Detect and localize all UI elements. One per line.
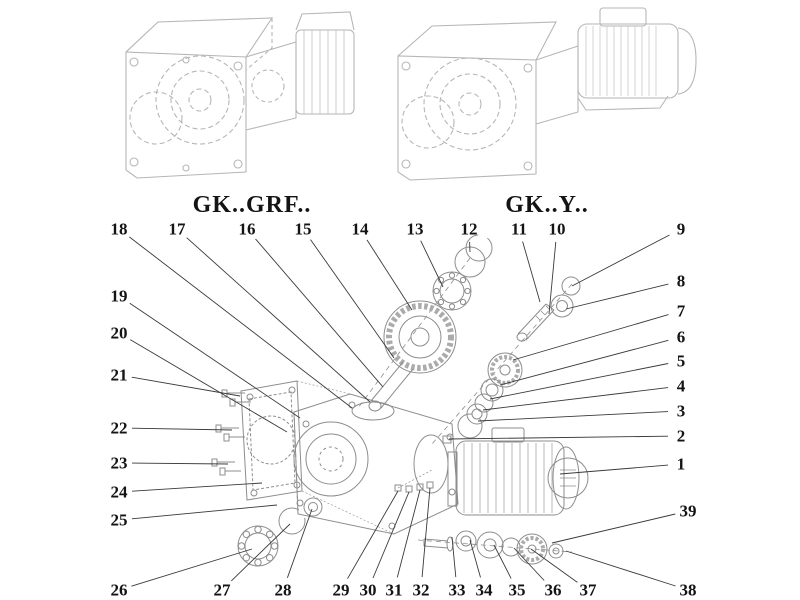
leader-line-16 (255, 238, 384, 388)
assembled-view-gk-grf (125, 11, 355, 179)
callout-10: 10 (548, 219, 566, 239)
leader-line-2 (448, 435, 669, 440)
callout-4: 4 (676, 376, 686, 396)
leader-line-33 (451, 536, 457, 578)
leader-line-25 (131, 504, 278, 520)
figure-title-gk-grf: GK..GRF.. (192, 192, 312, 218)
leader-line-27 (230, 523, 291, 582)
output-bearing-set (237, 497, 323, 567)
leader-line-38 (565, 550, 676, 587)
callout-23: 23 (110, 453, 128, 473)
callout-6: 6 (676, 327, 686, 347)
callout-29: 29 (332, 580, 350, 600)
callout-25: 25 (110, 510, 128, 530)
leader-line-37 (530, 548, 578, 583)
leader-line-39 (551, 513, 676, 544)
callout-36: 36 (544, 580, 562, 600)
callout-22: 22 (110, 418, 128, 438)
leader-line-29 (347, 490, 399, 579)
callout-33: 33 (448, 580, 466, 600)
flange-plate (240, 380, 395, 535)
callout-1: 1 (676, 454, 686, 474)
leader-line-18 (129, 236, 353, 409)
leader-line-13 (420, 240, 444, 288)
callout-31: 31 (385, 580, 403, 600)
leader-lines (129, 234, 676, 587)
callout-3: 3 (676, 401, 686, 421)
leader-line-10 (548, 241, 557, 315)
callout-20: 20 (110, 323, 128, 343)
callout-28: 28 (274, 580, 292, 600)
callout-7: 7 (676, 301, 686, 321)
callout-32: 32 (412, 580, 430, 600)
leader-line-19 (129, 302, 301, 419)
callout-26: 26 (110, 580, 128, 600)
leader-line-20 (129, 339, 288, 433)
callout-9: 9 (676, 219, 686, 239)
leader-line-32 (421, 487, 431, 578)
leader-line-6 (499, 339, 669, 386)
callout-30: 30 (359, 580, 377, 600)
leader-line-3 (477, 411, 669, 422)
callout-38: 38 (679, 580, 697, 600)
callout-13: 13 (406, 219, 424, 239)
motor-terminal-box (599, 7, 647, 27)
leader-line-34 (469, 539, 481, 578)
leader-line-15 (310, 239, 395, 359)
leader-line-5 (489, 363, 669, 400)
callout-11: 11 (510, 219, 528, 239)
callout-37: 37 (579, 580, 597, 600)
callout-27: 27 (213, 580, 231, 600)
callout-12: 12 (460, 219, 478, 239)
leader-line-17 (186, 237, 371, 403)
leader-line-31 (396, 489, 421, 578)
callout-8: 8 (676, 271, 686, 291)
leader-line-30 (372, 491, 410, 579)
callout-17: 17 (168, 219, 186, 239)
callout-15: 15 (294, 219, 312, 239)
callout-5: 5 (676, 351, 686, 371)
output-shaft-assembly (423, 530, 564, 565)
callout-18: 18 (110, 219, 128, 239)
leader-line-22 (131, 427, 233, 431)
leader-line-26 (131, 548, 253, 587)
leader-line-36 (513, 547, 545, 581)
pinion-gear-set (457, 276, 581, 439)
callout-24: 24 (110, 482, 128, 502)
leader-line-8 (565, 283, 669, 310)
callout-39: 39 (679, 501, 697, 521)
callout-21: 21 (110, 365, 128, 385)
callout-35: 35 (508, 580, 526, 600)
callout-19: 19 (110, 286, 128, 306)
breather-plug (442, 435, 452, 444)
assembly-axis-output (417, 539, 573, 553)
leader-line-14 (366, 239, 413, 311)
leader-line-24 (131, 482, 263, 492)
leader-line-9 (571, 234, 670, 287)
leader-line-23 (131, 462, 229, 465)
motor-body (577, 23, 679, 99)
leader-line-7 (512, 314, 669, 361)
leader-line-21 (131, 376, 241, 397)
mounting-bolts (211, 389, 251, 476)
assembled-view-gk-y (397, 7, 697, 181)
callout-2: 2 (676, 426, 686, 446)
leader-line-11 (522, 241, 541, 303)
leader-line-1 (559, 464, 669, 475)
gearbox-housing (293, 393, 459, 535)
leader-line-35 (493, 544, 512, 579)
input-gear-shaft (368, 234, 493, 412)
callout-14: 14 (351, 219, 369, 239)
leader-line-28 (286, 508, 313, 578)
assembly-axis-input (357, 257, 471, 409)
leader-line-4 (482, 387, 669, 411)
figure-title-gk-y: GK..Y.. (505, 192, 589, 218)
callout-34: 34 (475, 580, 493, 600)
electric-motor (394, 427, 589, 516)
exploded-view (211, 234, 589, 567)
callout-16: 16 (238, 219, 256, 239)
